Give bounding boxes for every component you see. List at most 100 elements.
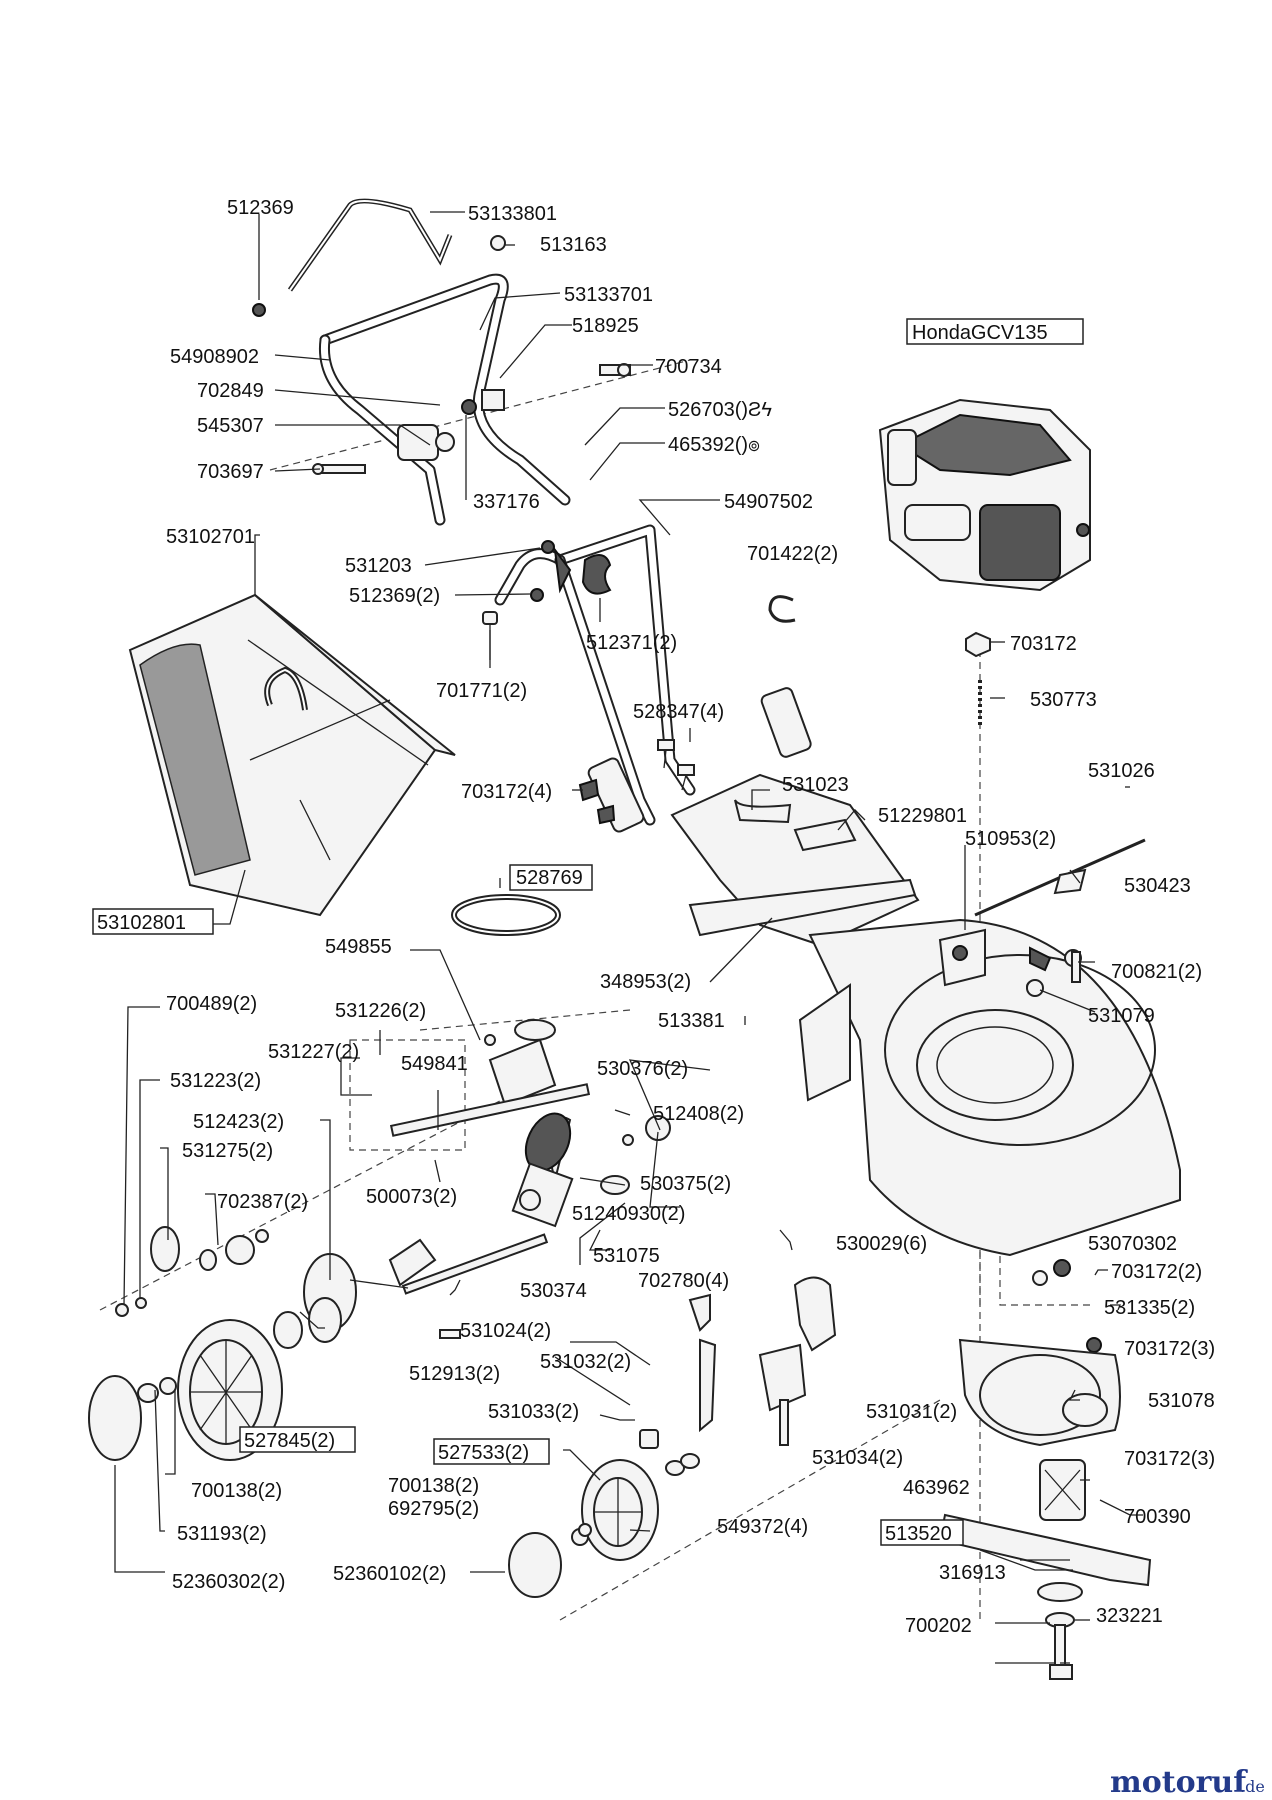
label-692795: 692795(2) — [388, 1498, 479, 1520]
drive-assembly — [388, 894, 671, 1339]
label-531227: 531227(2) — [268, 1041, 359, 1063]
label-530374: 530374 — [520, 1280, 587, 1302]
label-531023: 531023 — [782, 774, 849, 796]
label-528347: 528347(4) — [633, 701, 724, 723]
label-701771: 701771(2) — [436, 680, 527, 702]
label-531075: 531075 — [593, 1245, 660, 1267]
watermark-brand: motoruf — [1110, 1765, 1248, 1800]
label-337176: 337176 — [473, 491, 540, 513]
label-700821: 700821(2) — [1111, 961, 1202, 983]
label-530029: 530029(6) — [836, 1233, 927, 1255]
label-527533: 527533(2) — [438, 1442, 529, 1464]
label-530375: 530375(2) — [640, 1173, 731, 1195]
label-549372: 549372(4) — [717, 1516, 808, 1538]
boxed-label-frames — [92, 864, 964, 1546]
label-531193: 531193(2) — [177, 1523, 267, 1545]
discharge-flap — [670, 773, 920, 947]
label-323221: 323221 — [1096, 1605, 1163, 1627]
label-549841: 549841 — [401, 1053, 468, 1075]
label-702387: 702387(2) — [217, 1191, 308, 1213]
label-513520: 513520 — [885, 1523, 952, 1545]
label-531203: 531203 — [345, 555, 412, 577]
label-701422: 701422(2) — [747, 543, 838, 565]
label-527845: 527845(2) — [244, 1430, 335, 1452]
label-512369-2: 512369(2) — [349, 585, 440, 607]
label-703697: 703697 — [197, 461, 264, 483]
label-53070302: 53070302 — [1088, 1233, 1177, 1255]
label-700138-front: 700138(2) — [388, 1475, 479, 1497]
label-703172-2: 703172(2) — [1111, 1261, 1202, 1283]
label-531275: 531275(2) — [182, 1140, 273, 1162]
label-531226: 531226(2) — [335, 1000, 426, 1022]
label-51240930: 51240930(2) — [572, 1203, 685, 1225]
rear-wheel-assembly — [88, 1226, 357, 1461]
label-703172-3b: 703172(3) — [1124, 1448, 1215, 1470]
label-545307: 545307 — [197, 415, 264, 437]
label-53102801: 53102801 — [97, 912, 186, 934]
right-side-small-parts — [965, 631, 1146, 1353]
label-52360102: 52360102(2) — [333, 1563, 446, 1585]
lower-handle-bar — [494, 524, 812, 833]
label-700734: 700734 — [655, 356, 722, 378]
label-512408: 512408(2) — [653, 1103, 744, 1125]
label-531031: 531031(2) — [866, 1401, 957, 1423]
label-700390: 700390 — [1124, 1506, 1191, 1528]
label-348953: 348953(2) — [600, 971, 691, 993]
honda-engine — [878, 318, 1091, 592]
label-531335: 531335(2) — [1104, 1297, 1195, 1319]
label-316913: 316913 — [939, 1562, 1006, 1584]
label-500073: 500073(2) — [366, 1186, 457, 1208]
label-703172-4: 703172(4) — [461, 781, 552, 803]
part-number-labels: 512369 53133801 513163 53133701 518925 5… — [97, 197, 1215, 1637]
grass-catcher-bag — [128, 593, 456, 917]
label-702780: 702780(4) — [638, 1270, 729, 1292]
label-512423: 512423(2) — [193, 1111, 284, 1133]
label-512371: 512371(2) — [586, 632, 677, 654]
front-wheel-assembly — [508, 1276, 837, 1598]
label-702849: 702849 — [197, 380, 264, 402]
label-52360302: 52360302(2) — [172, 1571, 285, 1593]
label-531034: 531034(2) — [812, 1447, 903, 1469]
label-531079: 531079 — [1088, 1005, 1155, 1027]
label-513381: 513381 — [658, 1010, 725, 1032]
label-703172-3a: 703172(3) — [1124, 1338, 1215, 1360]
label-53102701: 53102701 — [166, 526, 255, 548]
handle-small-parts — [252, 235, 796, 825]
label-703172-top: 703172 — [1010, 633, 1077, 655]
label-54907502: 54907502 — [724, 491, 813, 513]
watermark-domain: .de — [1240, 1777, 1265, 1796]
label-53133801: 53133801 — [468, 203, 557, 225]
label-549855: 549855 — [325, 936, 392, 958]
label-530376: 530376(2) — [597, 1058, 688, 1080]
label-531026: 531026 — [1088, 760, 1155, 782]
label-700489: 700489(2) — [166, 993, 257, 1015]
label-510953: 510953(2) — [965, 828, 1056, 850]
label-531024: 531024(2) — [460, 1320, 551, 1342]
cable-bracket-53133801 — [287, 198, 453, 292]
label-518925: 518925 — [572, 315, 639, 337]
watermark: motoruf .de — [1110, 1765, 1265, 1800]
label-700138-rear: 700138(2) — [191, 1480, 282, 1502]
label-526703: 526703()Ƨϟ — [668, 399, 772, 421]
label-51229801: 51229801 — [878, 805, 967, 827]
mower-deck — [798, 918, 1181, 1257]
label-513163: 513163 — [540, 234, 607, 256]
label-463962: 463962 — [903, 1477, 970, 1499]
label-531032: 531032(2) — [540, 1351, 631, 1373]
label-512913: 512913(2) — [409, 1363, 500, 1385]
label-53133701: 53133701 — [564, 284, 653, 306]
label-530423: 530423 — [1124, 875, 1191, 897]
label-54908902: 54908902 — [170, 346, 259, 368]
label-512369: 512369 — [227, 197, 294, 219]
label-531033: 531033(2) — [488, 1401, 579, 1423]
label-700202: 700202 — [905, 1615, 972, 1637]
upper-handle-bar — [318, 273, 571, 526]
label-528769: 528769 — [516, 867, 583, 889]
engine-model-label: HondaGCV135 — [912, 322, 1048, 344]
label-531223: 531223(2) — [170, 1070, 261, 1092]
label-531078: 531078 — [1148, 1390, 1215, 1412]
label-530773: 530773 — [1030, 689, 1097, 711]
label-465392: 465392()๏ — [668, 434, 760, 456]
